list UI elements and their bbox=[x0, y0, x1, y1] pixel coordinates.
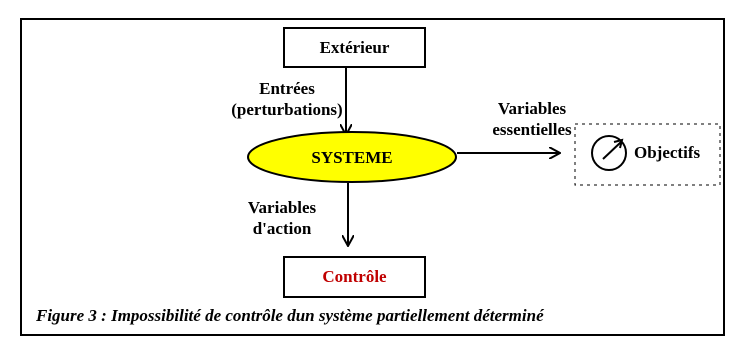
figure-caption: Figure 3 : Impossibilité de contrôle dun… bbox=[36, 306, 544, 325]
systeme-ellipse bbox=[247, 131, 457, 183]
entrees-label-line2: (perturbations) bbox=[231, 100, 343, 119]
entrees-label-line1: Entrées bbox=[259, 79, 315, 98]
controle-label: Contrôle bbox=[322, 267, 387, 286]
systeme-label: SYSTEME bbox=[311, 148, 393, 167]
gauge-icon bbox=[591, 135, 627, 171]
variables-action-line2: d'action bbox=[252, 219, 312, 238]
controle-box: Contrôle bbox=[283, 256, 426, 298]
variables-essentielles-line2: essentielles bbox=[492, 120, 572, 139]
diagram-frame: Extérieur Entrées (perturbations) SYSTEM… bbox=[20, 18, 725, 336]
variables-action-label: Variables d'action bbox=[227, 197, 337, 239]
objectifs-box bbox=[574, 123, 721, 186]
objectifs-label: Objectifs bbox=[634, 143, 701, 162]
exterieur-label: Extérieur bbox=[319, 37, 390, 57]
variables-essentielles-label: Variables essentielles bbox=[452, 98, 612, 140]
variables-essentielles-line1: Variables bbox=[497, 99, 567, 118]
entrees-label: Entrées (perturbations) bbox=[217, 78, 357, 120]
variables-action-line1: Variables bbox=[247, 198, 317, 217]
diagram-canvas bbox=[247, 68, 721, 338]
exterieur-box: Extérieur bbox=[283, 27, 426, 68]
